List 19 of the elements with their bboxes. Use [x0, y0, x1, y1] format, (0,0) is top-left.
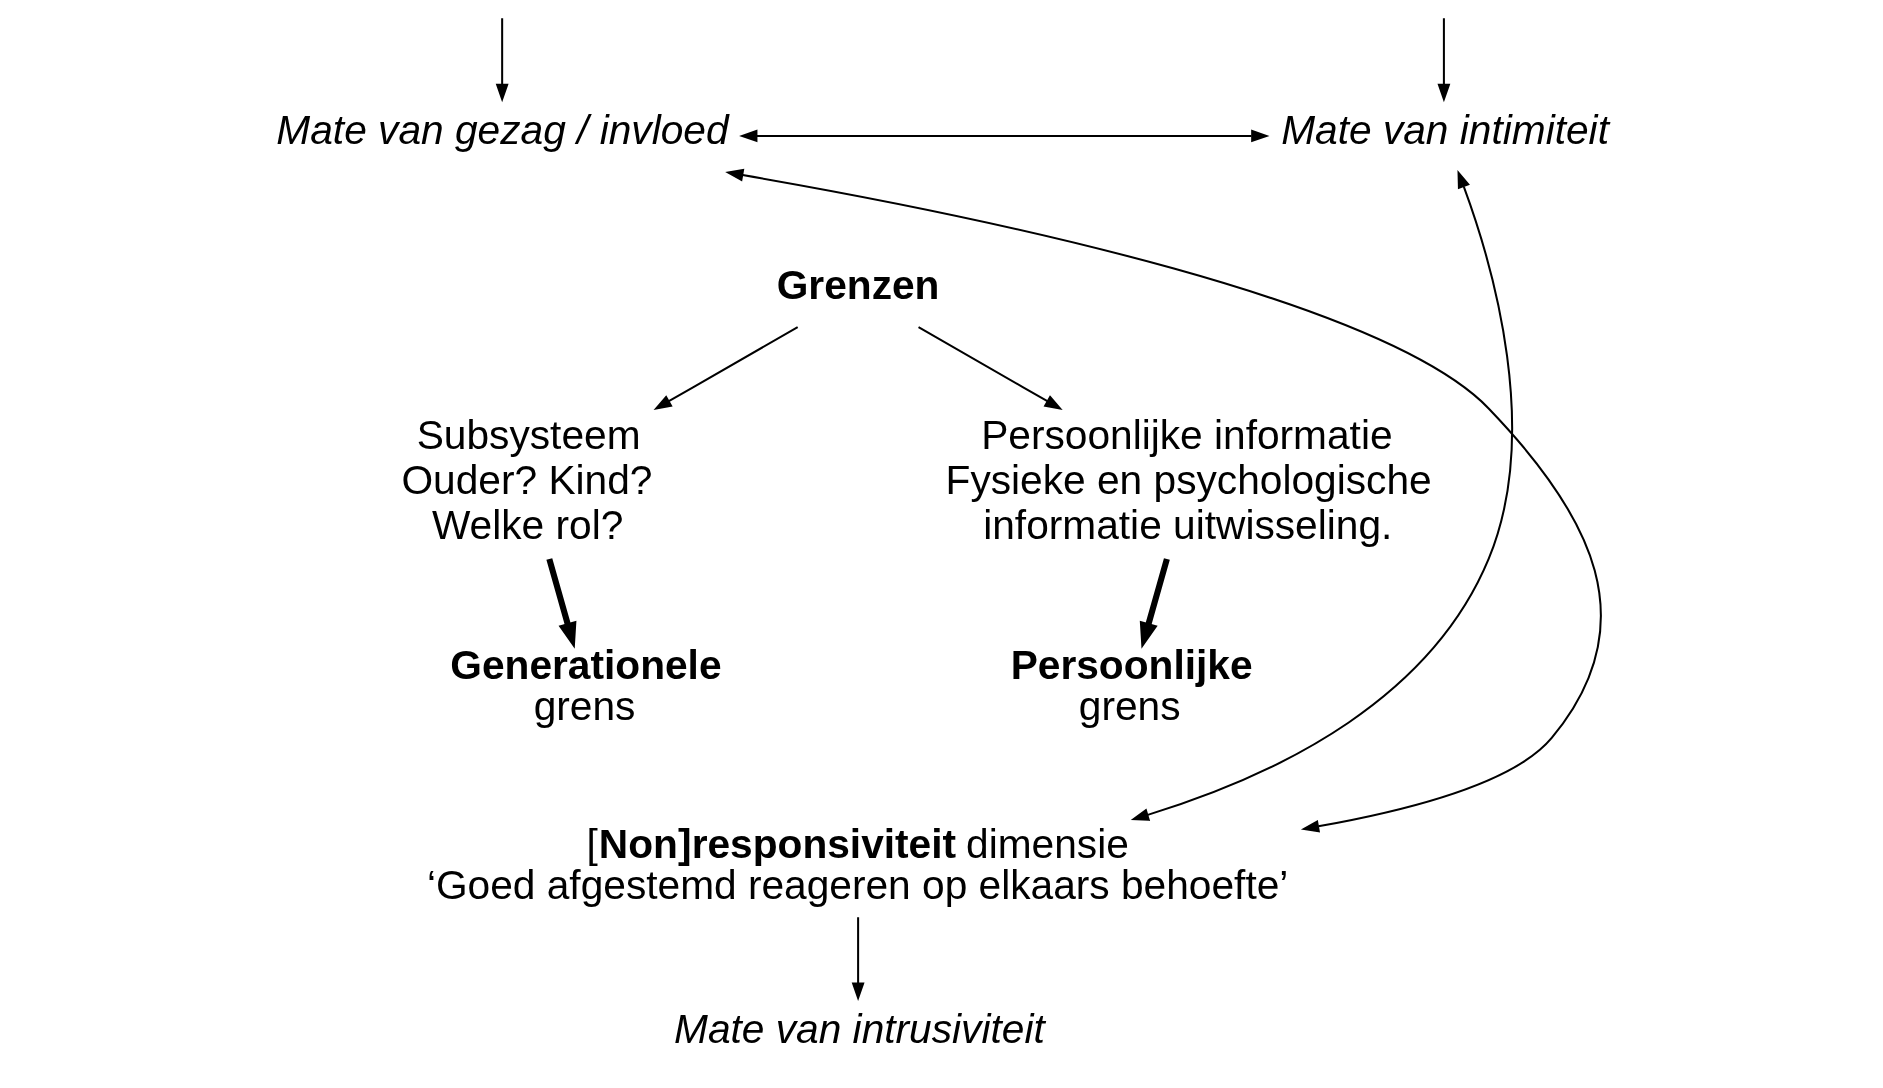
node-text: Mate van gezag / invloed — [276, 107, 729, 154]
arrow — [851, 917, 865, 1001]
arrow — [1437, 18, 1451, 103]
arrow — [495, 18, 509, 103]
arrow — [725, 168, 1602, 833]
node-text: Grenzen — [776, 261, 940, 308]
node-text: Generationele grens — [450, 641, 722, 729]
node-text: [Non]responsiviteit dimensie ‘Goed afgestemd reageren op elkaars behoefte’ — [426, 820, 1289, 908]
arrow — [739, 129, 1270, 143]
node-text: Subsysteem Ouder? Kind? Welke rol? — [401, 412, 653, 548]
node-text: Persoonlijke informatie Fysieke en psychologische informatie uitwisseling. — [945, 412, 1432, 548]
arrow — [1139, 558, 1170, 649]
arrow — [918, 326, 1063, 410]
node-text: Mate van intrusiviteit — [674, 1006, 1045, 1053]
node-text: Persoonlijke grens — [1010, 641, 1253, 729]
arrow — [1130, 169, 1514, 821]
node-text: Mate van intimiteit — [1281, 107, 1609, 154]
arrow — [653, 326, 799, 410]
arrow — [546, 558, 577, 649]
